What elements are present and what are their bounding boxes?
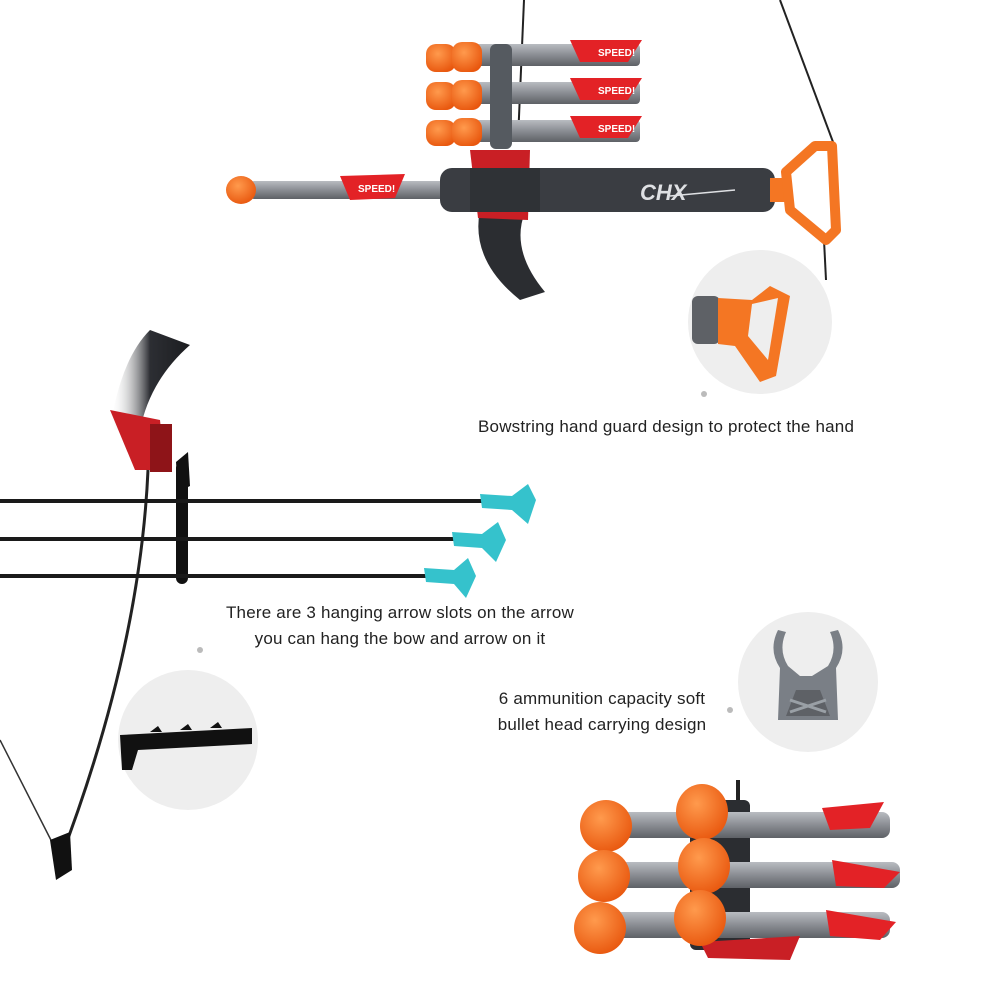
riser-handle: CHX — [440, 141, 841, 245]
hand-guard-inset — [688, 250, 832, 397]
ammo-clip-icon — [773, 630, 843, 720]
arrow-slots-caption-line2: you can hang the bow and arrow on it — [254, 629, 546, 648]
brand-logo: CHX — [640, 180, 688, 205]
hand-guard-icon — [692, 286, 790, 382]
ammo-caption: 6 ammunition capacity soft bullet head c… — [482, 686, 722, 738]
hand-guard-caption: Bowstring hand guard design to protect t… — [478, 414, 854, 440]
quiver-arrows: SPEED! SPEED! SPEED! — [426, 40, 642, 149]
fin-label: SPEED! — [598, 48, 635, 59]
ammo-caption-line1: 6 ammunition capacity soft — [498, 689, 706, 708]
fin-label: SPEED! — [598, 124, 635, 135]
suction-arrows — [0, 484, 536, 598]
ammo-clip-inset — [727, 612, 878, 752]
arrow-slots-caption: There are 3 hanging arrow slots on the a… — [200, 600, 600, 652]
fin-label: SPEED! — [598, 86, 635, 97]
ammo-caption-line2: bullet head carrying design — [497, 715, 707, 734]
middle-bow-assembly — [0, 330, 536, 880]
arrow-rack-icon — [120, 722, 252, 770]
arrow-rack-inset — [118, 647, 258, 810]
fin-label: SPEED! — [358, 184, 395, 195]
hand-guard-caption-text: Bowstring hand guard design to protect t… — [478, 417, 855, 436]
loaded-arrow: SPEED! — [226, 174, 450, 204]
top-bow-assembly: SPEED! SPEED! SPEED! SPEED! CHX — [226, 0, 841, 300]
arrow-slots-caption-line1: There are 3 hanging arrow slots on the a… — [225, 603, 575, 622]
ammo-bundle — [574, 780, 900, 960]
